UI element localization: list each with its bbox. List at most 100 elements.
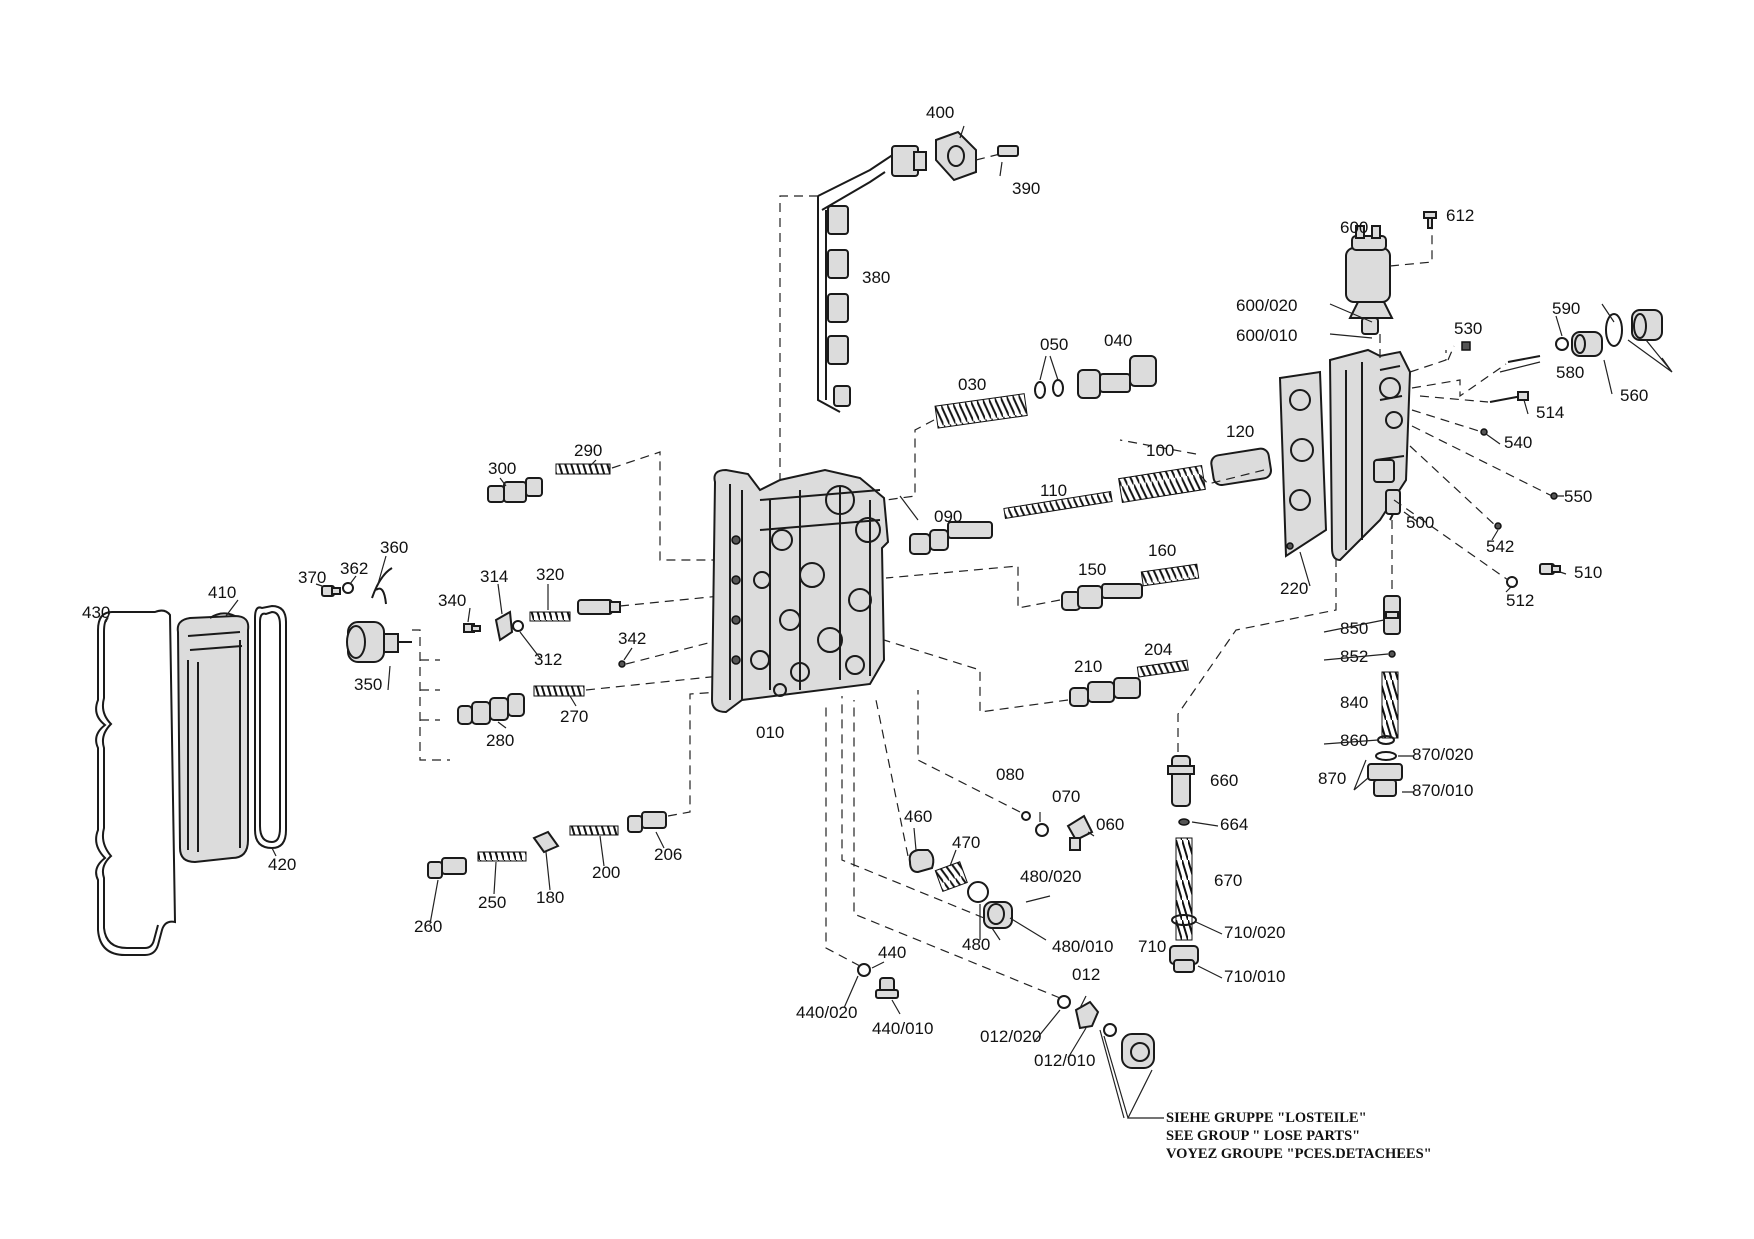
label-pointers [105, 125, 1613, 1059]
label-480-020: 480/020 [1020, 867, 1081, 886]
gasket-430 [95, 609, 177, 956]
ball-080 [1021, 811, 1031, 821]
label-660: 660 [1210, 771, 1238, 790]
ring-710-020 [1171, 914, 1197, 926]
label-210: 210 [1074, 657, 1102, 676]
label-320: 320 [536, 565, 564, 584]
label-012: 012 [1072, 965, 1100, 984]
label-850: 850 [1340, 619, 1368, 638]
plug-012-010 [1074, 1000, 1100, 1030]
label-300: 300 [488, 459, 516, 478]
plug-012c [1121, 1033, 1155, 1069]
label-350: 350 [354, 675, 382, 694]
washer-512 [1506, 576, 1518, 588]
spring-270 [533, 685, 585, 697]
label-390: 390 [1012, 179, 1040, 198]
ring-050a [1034, 381, 1046, 399]
part-labels: 400 390 380 600 612 600/020 600/010 590 … [82, 103, 1648, 1070]
solenoid-350 [346, 621, 412, 663]
label-512: 512 [1506, 591, 1534, 610]
solenoid-600 [1345, 225, 1394, 335]
ring-050b [1052, 379, 1064, 397]
pin-530 [1461, 341, 1471, 351]
label-206: 206 [654, 845, 682, 864]
label-012-010: 012/010 [1034, 1051, 1095, 1070]
plunger-320b [577, 599, 621, 615]
spring-200 [569, 825, 619, 836]
valve-150 [1061, 583, 1143, 611]
gasket-400 [935, 130, 977, 182]
valve-206 [627, 811, 667, 833]
plug-480-010 [983, 901, 1013, 929]
label-050: 050 [1040, 335, 1068, 354]
label-250: 250 [478, 893, 506, 912]
label-260: 260 [414, 917, 442, 936]
plug-710-010 [1169, 945, 1199, 973]
label-340: 340 [438, 591, 466, 610]
label-400: 400 [926, 103, 954, 122]
screw-370 [321, 585, 341, 597]
washer-312 [512, 620, 524, 632]
note-line-en: SEE GROUP " LOSE PARTS" [1166, 1128, 1360, 1144]
plate-314 [494, 610, 514, 642]
screw-390 [997, 145, 1019, 157]
label-180: 180 [536, 888, 564, 907]
label-542: 542 [1486, 537, 1514, 556]
label-110: 110 [1040, 481, 1067, 500]
label-480-010: 480/010 [1052, 937, 1113, 956]
spring-110 [1003, 491, 1113, 519]
reference-note: SIEHE GRUPPE "LOSTEILE" SEE GROUP " LOSE… [1166, 1110, 1432, 1162]
label-312: 312 [534, 650, 562, 669]
ring-012b [1103, 1023, 1117, 1037]
label-870-010: 870/010 [1412, 781, 1473, 800]
note-line-de: SIEHE GRUPPE "LOSTEILE" [1166, 1110, 1367, 1126]
label-530: 530 [1454, 319, 1482, 338]
label-600-010: 600/010 [1236, 326, 1297, 345]
label-362: 362 [340, 559, 368, 578]
valve-090 [909, 521, 993, 555]
ring-012-020 [1057, 995, 1071, 1009]
label-510: 510 [1574, 563, 1602, 582]
label-120: 120 [1226, 422, 1254, 441]
label-060: 060 [1096, 815, 1124, 834]
label-840: 840 [1340, 693, 1368, 712]
sleeve-120 [1210, 447, 1272, 487]
sleeve-580 [1571, 331, 1603, 357]
label-670: 670 [1214, 871, 1242, 890]
label-590: 590 [1552, 299, 1580, 318]
gasket-420 [254, 604, 287, 850]
label-040: 040 [1104, 331, 1132, 350]
label-612: 612 [1446, 206, 1474, 225]
spring-320 [529, 611, 571, 622]
label-360: 360 [380, 538, 408, 557]
valve-850 [1383, 595, 1401, 635]
ring-664 [1178, 818, 1190, 826]
label-440-020: 440/020 [796, 1003, 857, 1022]
washer-362 [342, 582, 354, 594]
screw-340 [463, 623, 481, 633]
ball-852 [1388, 650, 1396, 658]
label-540: 540 [1504, 433, 1532, 452]
pin-580a [1507, 355, 1541, 363]
valve-300 [487, 477, 543, 503]
screw-510 [1539, 563, 1561, 575]
label-204: 204 [1144, 640, 1172, 659]
screw-612 [1423, 211, 1437, 229]
label-440: 440 [878, 943, 906, 962]
label-270: 270 [560, 707, 588, 726]
spring-840 [1381, 671, 1399, 739]
label-370: 370 [298, 568, 326, 587]
clip-180 [532, 830, 560, 854]
label-550: 550 [1564, 487, 1592, 506]
label-030: 030 [958, 375, 986, 394]
label-100: 100 [1146, 441, 1174, 460]
plug-060 [1066, 814, 1094, 851]
label-160: 160 [1148, 541, 1176, 560]
washer-590 [1555, 337, 1569, 351]
valve-040 [1077, 355, 1157, 399]
label-010: 010 [756, 723, 784, 742]
plug-560 [1631, 309, 1663, 341]
ring-560a [1605, 313, 1623, 347]
spring-470 [934, 861, 968, 893]
